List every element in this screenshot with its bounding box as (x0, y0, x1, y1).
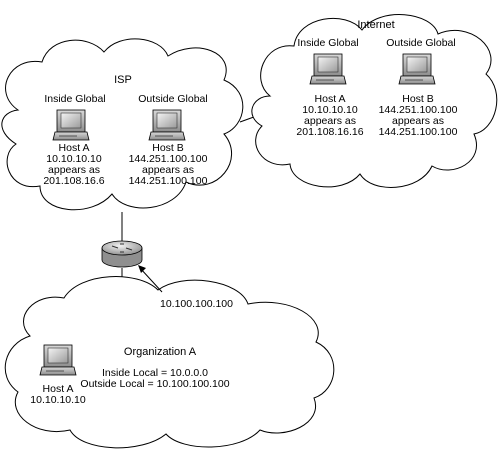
internet-host-a-mapped: 201.108.16.16 (296, 126, 363, 138)
internet-host-b-name: Host B (402, 93, 434, 105)
isp-host-b-name: Host B (152, 142, 184, 154)
router-icon (101, 240, 143, 268)
isp-host-a-mapped: 201.108.16.6 (43, 175, 104, 187)
organization-cloud (4, 276, 335, 449)
organization-outside-local: Outside Local = 10.100.100.100 (80, 378, 229, 390)
router-address-arrow (138, 265, 163, 293)
router-address: 10.100.100.100 (160, 298, 233, 310)
isp-inside-global-header: Inside Global (44, 93, 105, 105)
isp-cloud (1, 38, 244, 211)
isp-host-a-name: Host A (59, 142, 90, 154)
internet-cloud (251, 14, 498, 188)
isp-host-a-computer-icon (52, 109, 90, 141)
internet-host-b-appears: appears as (392, 115, 444, 127)
organization-title: Organization A (124, 346, 197, 358)
isp-outside-global-header: Outside Global (138, 93, 207, 105)
internet-host-b-mapped: 144.251.100.100 (379, 126, 458, 138)
org-host-a-name: Host A (43, 383, 74, 395)
isp-host-a-appears: appears as (48, 164, 100, 176)
internet-host-a-address: 10.10.10.10 (302, 104, 358, 116)
internet-title: Internet (357, 19, 394, 31)
isp-host-a-address: 10.10.10.10 (46, 153, 102, 165)
internet-host-b-computer-icon (398, 53, 436, 85)
internet-host-b-address: 144.251.100.100 (379, 104, 458, 116)
isp-title: ISP (114, 74, 132, 86)
org-host-a-computer-icon (39, 344, 77, 376)
isp-host-b-computer-icon (148, 109, 186, 141)
isp-host-b-appears: appears as (142, 164, 194, 176)
internet-host-a-computer-icon (309, 53, 347, 85)
internet-inside-global-header: Inside Global (297, 37, 358, 49)
internet-outside-global-header: Outside Global (386, 37, 455, 49)
internet-host-a-name: Host A (315, 93, 346, 105)
organization-inside-local: Inside Local = 10.0.0.0 (102, 367, 208, 379)
isp-host-b-mapped: 144.251.100.100 (129, 175, 208, 187)
isp-host-b-address: 144.251.100.100 (129, 153, 208, 165)
internet-host-a-appears: appears as (304, 115, 356, 127)
org-host-a-address: 10.10.10.10 (30, 394, 86, 406)
